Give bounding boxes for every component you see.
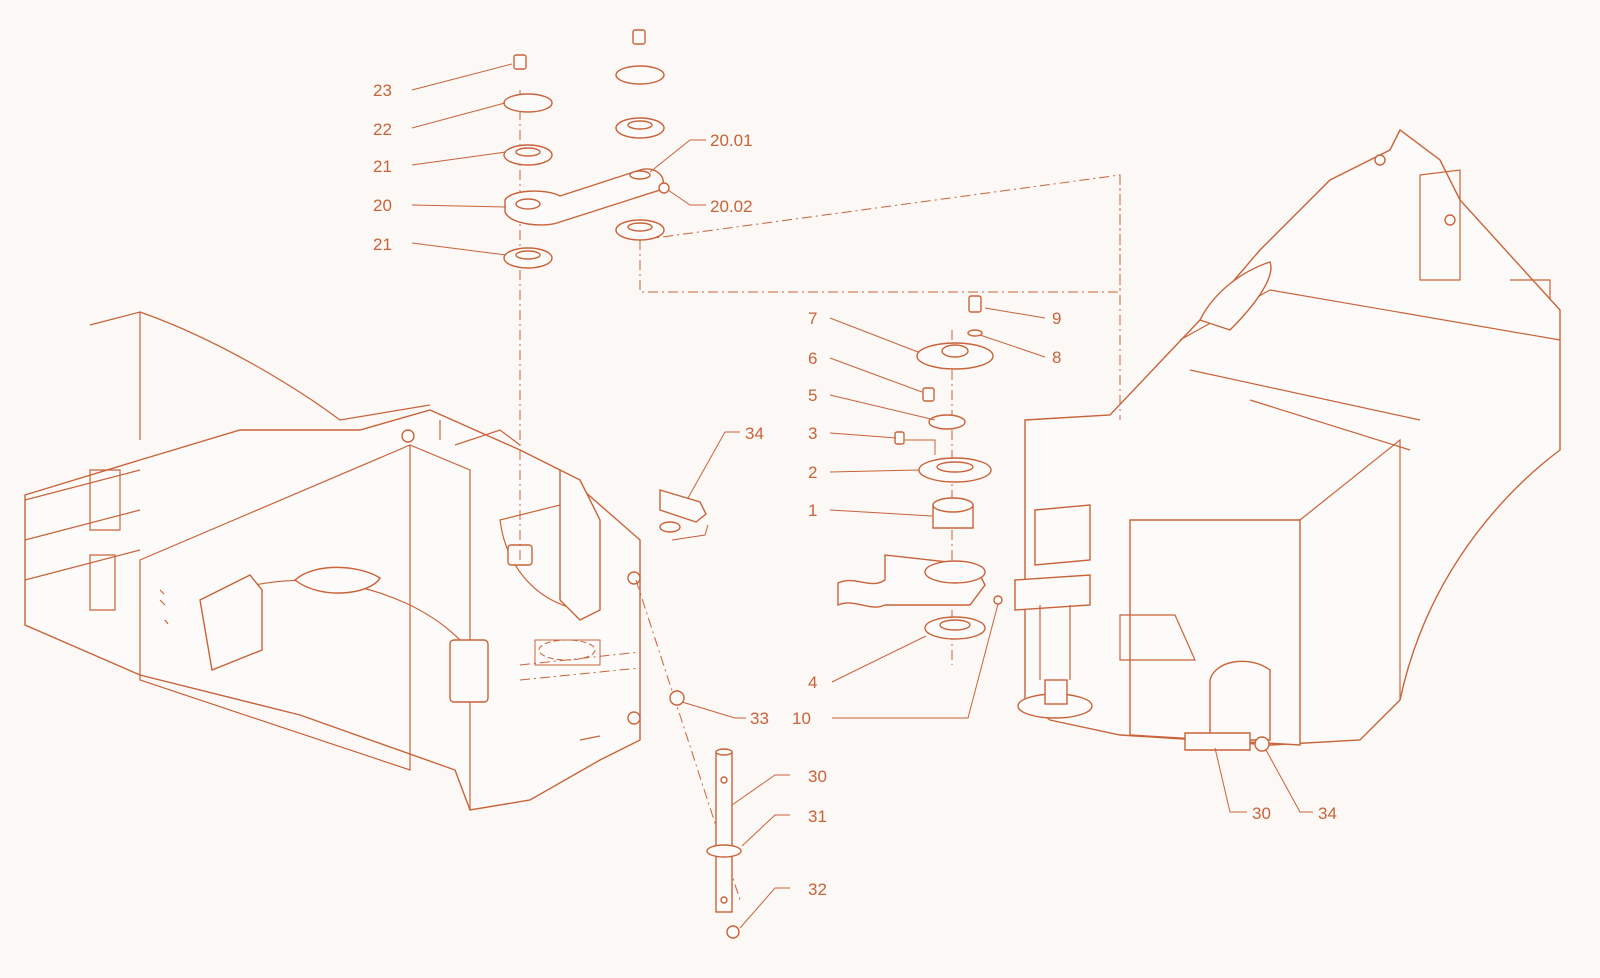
- callout-6: 6: [808, 349, 817, 368]
- callout-34-right: 34: [1318, 804, 1337, 823]
- callout-34-upper: 34: [745, 424, 764, 443]
- top-linkage-assembly: [503, 29, 1121, 560]
- rear-frame: [24, 311, 641, 811]
- callout-20: 20: [373, 196, 392, 215]
- callout-21-lower: 21: [373, 235, 392, 254]
- front-frame: [1014, 128, 1561, 752]
- callout-20-01: 20.01: [710, 131, 753, 150]
- callout-23: 23: [373, 81, 392, 100]
- callout-2: 2: [808, 463, 817, 482]
- callout-32: 32: [808, 880, 827, 899]
- callout-9: 9: [1052, 309, 1061, 328]
- callout-7: 7: [808, 309, 817, 328]
- callout-3: 3: [808, 424, 817, 443]
- callout-21-upper: 21: [373, 157, 392, 176]
- cylinder-and-pins: [635, 489, 742, 939]
- center-pivot-stack: [837, 295, 1003, 665]
- callout-20-02: 20.02: [710, 197, 753, 216]
- callout-30-right: 30: [1252, 804, 1271, 823]
- callout-8: 8: [1052, 348, 1061, 367]
- callout-33: 33: [750, 709, 769, 728]
- callout-4: 4: [808, 673, 817, 692]
- callout-22: 22: [373, 120, 392, 139]
- callout-labels: 23 22 21 20 21 20.01 20.02 7 9 8 6 5 3 3…: [373, 81, 1337, 899]
- callout-5: 5: [808, 386, 817, 405]
- leader-lines: [411, 63, 1313, 929]
- callout-10: 10: [792, 709, 811, 728]
- callout-31: 31: [808, 807, 827, 826]
- callout-30-lower-left: 30: [808, 767, 827, 786]
- callout-1: 1: [808, 501, 817, 520]
